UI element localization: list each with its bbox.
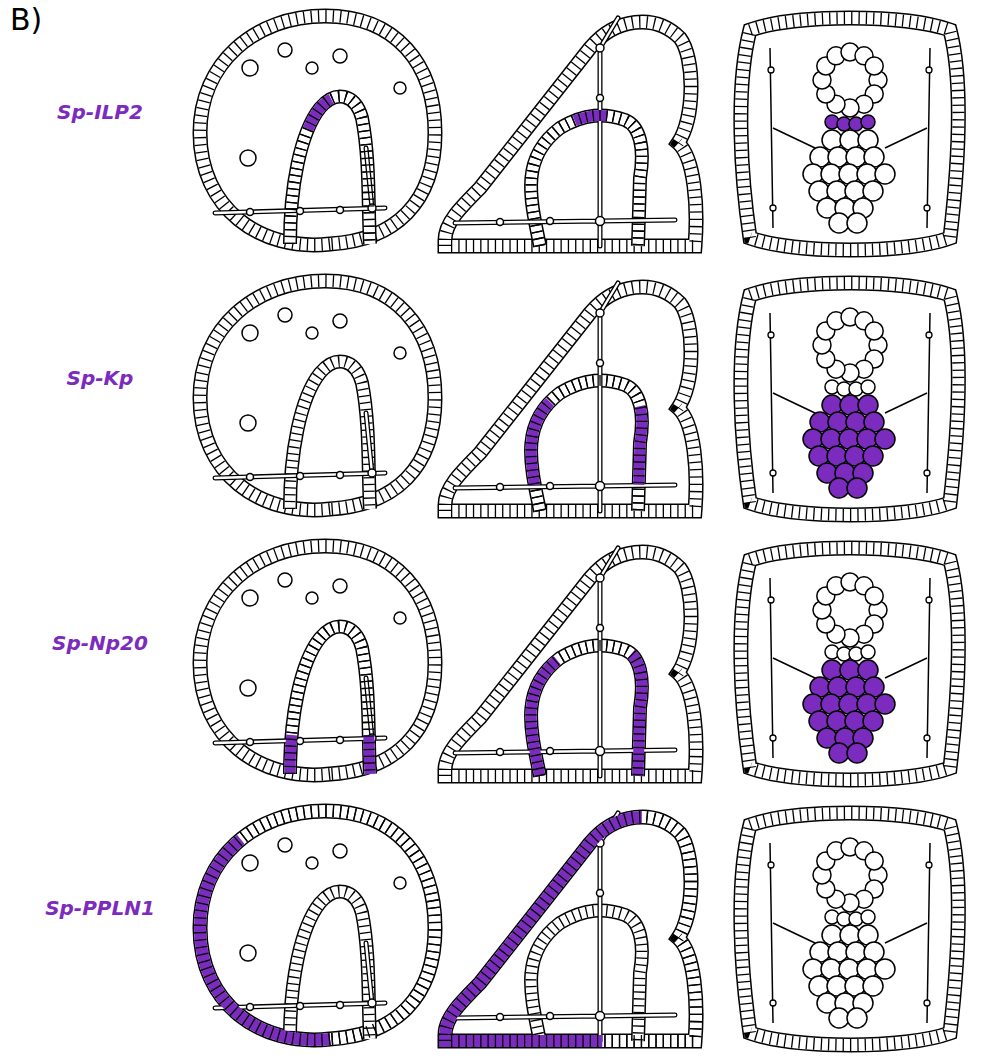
pluteus-lateral [445,548,696,776]
panel-letter: B) [10,2,42,37]
larva-lateral [200,546,435,775]
pluteus-frontal [741,813,959,1045]
gene-name: Sp-PPLN1 [45,896,155,920]
larva-lateral [200,281,435,510]
pluteus-lateral [445,283,696,511]
pluteus-lateral [445,18,696,246]
larva-lateral [200,16,435,245]
pluteus-frontal [741,283,959,515]
pluteus-lateral [445,813,696,1041]
pluteus-frontal [741,548,959,780]
larva-lateral [200,811,435,1040]
pluteus-frontal [741,18,959,250]
gene-name: Sp-Kp [67,366,134,390]
gene-name: Sp-Np20 [52,631,148,655]
gene-name: Sp-ILP2 [57,100,143,124]
